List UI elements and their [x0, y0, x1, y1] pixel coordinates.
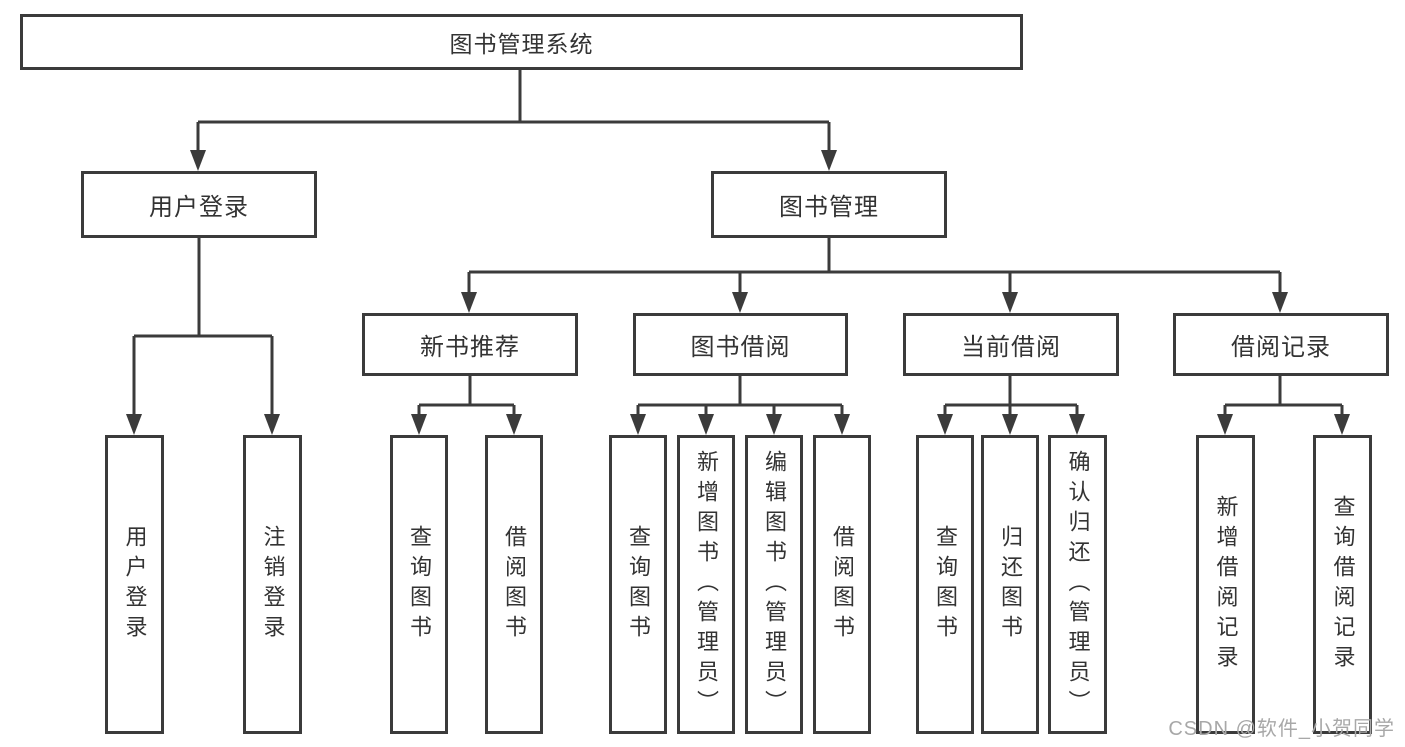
- leaf-borrow-edit-books-admin: 编辑图书（管理员）: [745, 435, 803, 734]
- node-borrow-record: 借阅记录: [1173, 313, 1389, 376]
- connector-borrowrecord-to-leaves: [1217, 376, 1350, 435]
- node-current-borrow: 当前借阅: [903, 313, 1119, 376]
- node-user-login: 用户登录: [81, 171, 317, 238]
- connector-root-to-level2: [190, 68, 837, 171]
- leaf-current-query-books: 查询图书: [916, 435, 974, 734]
- leaf-newbook-borrow-books: 借阅图书: [485, 435, 543, 734]
- node-book-borrow: 图书借阅: [633, 313, 848, 376]
- connector-userlogin-to-leaves: [126, 238, 280, 435]
- leaf-borrow-query-books: 查询图书: [609, 435, 667, 734]
- node-new-book-recommend: 新书推荐: [362, 313, 578, 376]
- leaf-borrow-add-books-admin: 新增图书（管理员）: [677, 435, 735, 734]
- connector-currentborrow-to-leaves: [937, 376, 1085, 435]
- leaf-current-confirm-return-admin: 确认归还（管理员）: [1048, 435, 1107, 734]
- connector-newbook-to-leaves: [411, 376, 522, 435]
- leaf-current-return-books: 归还图书: [981, 435, 1039, 734]
- leaf-user-login: 用户登录: [105, 435, 164, 734]
- node-root: 图书管理系统: [20, 14, 1023, 70]
- connector-bookborrow-to-leaves: [630, 376, 850, 435]
- leaf-borrow-borrow-books: 借阅图书: [813, 435, 871, 734]
- connector-bookmgmt-to-level3: [461, 238, 1288, 313]
- leaf-logout: 注销登录: [243, 435, 302, 734]
- leaf-record-query-record: 查询借阅记录: [1313, 435, 1372, 734]
- leaf-record-add-record: 新增借阅记录: [1196, 435, 1255, 734]
- node-book-management: 图书管理: [711, 171, 947, 238]
- csdn-watermark: CSDN @软件_小贺同学: [1168, 718, 1395, 740]
- leaf-newbook-query-books: 查询图书: [390, 435, 448, 734]
